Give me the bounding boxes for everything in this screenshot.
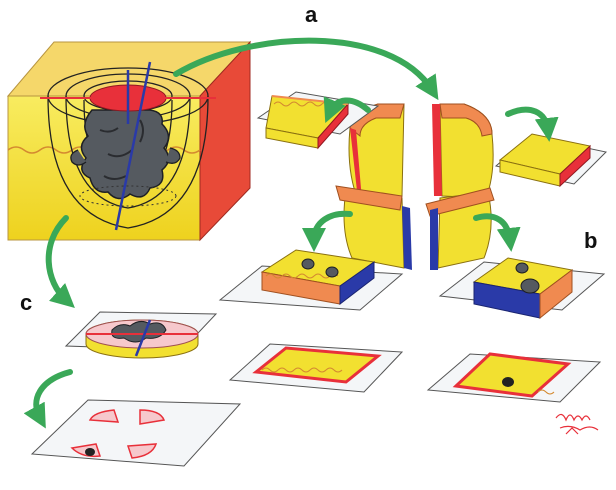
panel-label-a: a	[305, 4, 317, 26]
piece-lower-right	[426, 188, 494, 270]
curved-arrow-icon	[36, 372, 70, 418]
panel-label-b: b	[584, 230, 597, 252]
slide-bottom-right	[428, 354, 600, 402]
piece-lower-left	[336, 186, 412, 270]
panel-label-c: c	[20, 292, 32, 314]
quadrant-slide	[32, 400, 240, 466]
curved-arrow-icon	[508, 110, 548, 130]
excised-pieces	[336, 104, 494, 270]
tissue-tile-top-right	[496, 134, 606, 186]
tissue-block	[8, 42, 250, 240]
artist-signature-icon	[556, 414, 598, 434]
piece-upper-right	[432, 104, 493, 198]
tissue-tile-middle-right	[440, 258, 604, 318]
horizontal-section-disc	[66, 312, 216, 358]
slide-bottom-left	[230, 344, 402, 392]
